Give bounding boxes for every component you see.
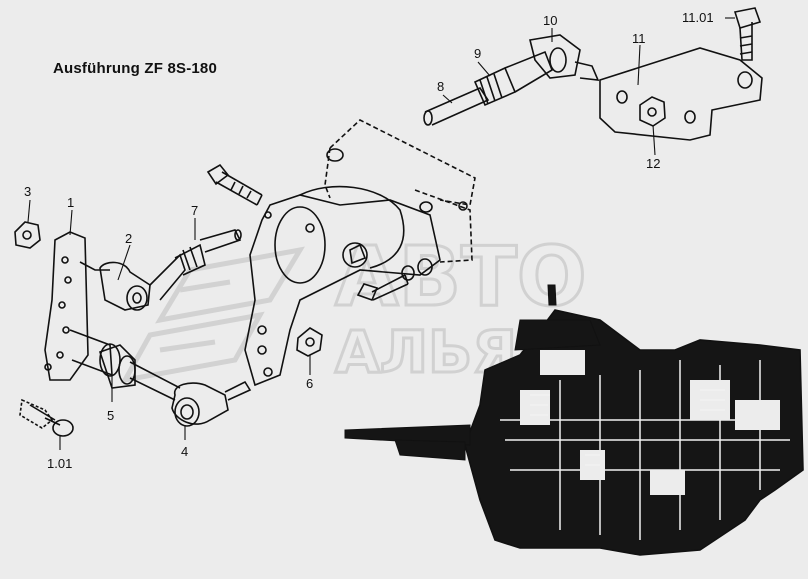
gearbox-shift-tower [514,284,601,351]
gearbox-internal-details [500,350,790,540]
part-3-nut [14,221,41,249]
part-11-plate [599,47,763,141]
part-1-plate [44,231,121,381]
part-11-01-bolt [733,7,762,61]
bolt-bracket-top [206,163,263,206]
part-12-nut [639,96,666,127]
part-6-nut [296,327,323,357]
callout-1-01: 1.01 [47,456,72,471]
callout-2: 2 [125,231,132,246]
callout-6: 6 [306,376,313,391]
diagram-title: Ausführung ZF 8S-180 [53,60,218,77]
callout-7: 7 [191,203,198,218]
callout-1: 1 [67,195,74,210]
callout-labels: 3 1 2 7 5 4 6 1.01 8 9 10 11 11.01 12 [24,10,714,471]
callout-leaders [27,17,735,450]
callout-9: 9 [474,46,481,61]
callout-11: 11 [632,31,646,46]
callout-5: 5 [107,408,114,423]
gearbox-cross-section [344,284,804,556]
part-1-01-bolt [19,398,74,437]
part-4-ball-joint [171,380,252,427]
watermark-text-line1: АВТО [335,230,587,325]
gear-shift-bracket [244,119,476,387]
watermark-logo [120,246,305,384]
callout-12: 12 [646,156,660,171]
callout-3: 3 [24,184,31,199]
part-5-shaft [98,344,181,401]
bolt-bracket-bottom [356,274,409,302]
gearbox-input-shaft [344,424,471,461]
part-2-ball-joint [79,261,151,311]
part-10-ball-joint [529,34,600,81]
callout-8: 8 [437,79,444,94]
part-7-threaded-rod [149,229,242,301]
part-8-9-rod [423,50,553,126]
callout-4: 4 [181,444,188,459]
callout-11-01: 11.01 [682,10,714,25]
callout-10: 10 [543,13,557,28]
